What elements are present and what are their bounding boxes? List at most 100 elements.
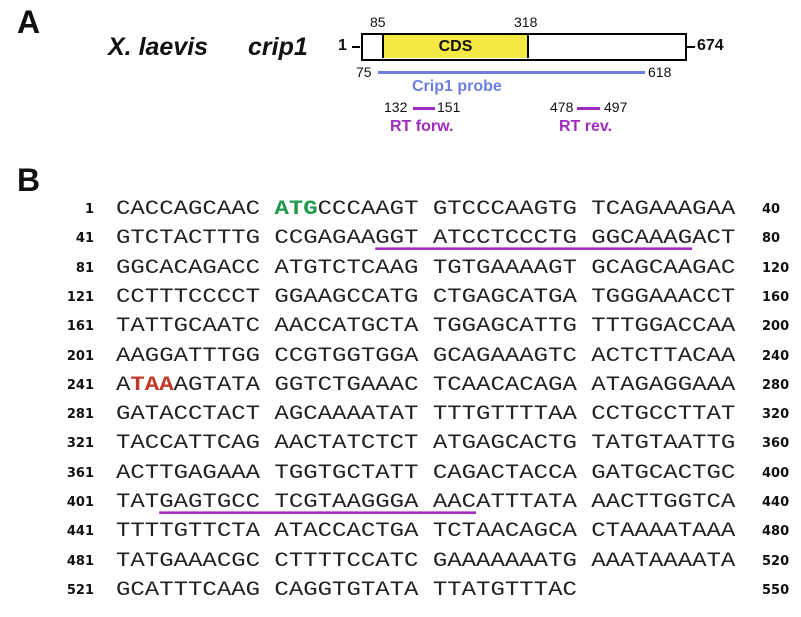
- row-start-position: 401: [66, 495, 94, 510]
- row-start-position: 161: [66, 319, 94, 335]
- sequence-segment: CCCAAGT GTCCCAAGTG TCAGAAAGAA: [317, 198, 736, 221]
- sequence-row: 81 GGCACAGACC ATGTCTCAAG TGTGAAAAGT GCAGC…: [0, 257, 801, 286]
- row-end-position: 80: [762, 231, 781, 247]
- sequence-row: 481 TATGAAACGC CTTTTCCATC GAAAAAAATG AAAT…: [0, 550, 801, 579]
- row-end-position: 280: [762, 377, 790, 393]
- sequence-text: TATTGCAATC AACCATGCTA TGGAGCATTG TTTGGAC…: [116, 315, 735, 338]
- sequence-segment: AAGGATTTGG CCGTGGTGGA GCAGAAAGTC ACTCTTA…: [116, 344, 736, 368]
- sequence-segment: ACTTGAGAAA TGGTGCTATT CAGACTACCA GATGCAC…: [116, 461, 736, 485]
- sequence-text: CCTTTCCCCT GGAAGCCATG CTGAGCATGA TGGGAAA…: [116, 286, 735, 309]
- probe-start: 75: [356, 64, 372, 80]
- sequence-text: GCATTTCAAG CAGGTGTATA TTATGTTTAC: [116, 579, 577, 602]
- rt-reverse-line: [577, 107, 600, 110]
- sequence-segment: GGCACAGACC ATGTCTCAAG TGTGAAAAGT GCAGCAA…: [116, 256, 736, 280]
- sequence-text: TATGAGTGCC TCGTAAGGGA AACATTTATA AACTTGG…: [116, 491, 735, 514]
- sequence-segment: TAT: [116, 491, 160, 514]
- probe-line: [378, 71, 645, 74]
- transcript-box: CDS: [361, 33, 687, 61]
- gene-name: crip1: [248, 33, 308, 61]
- row-end-position: 200: [762, 319, 790, 335]
- sequence-text: GTCTACTTTG CCGAGAAGGT ATCCTCCCTG GGCAAAG…: [116, 227, 735, 250]
- sequence-row: 361 ACTTGAGAAA TGGTGCTATT CAGACTACCA GATG…: [0, 462, 801, 491]
- transcript-start: 1: [338, 37, 347, 54]
- start-tick: [352, 46, 360, 48]
- row-start-position: 121: [66, 289, 94, 305]
- row-end-position: 240: [762, 348, 790, 364]
- row-end-position: 360: [762, 436, 790, 452]
- sequence-text: ATAAAGTATA GGTCTGAAAC TCAACACAGA ATAGAGG…: [116, 374, 735, 397]
- row-end-position: 480: [762, 524, 790, 540]
- panel-a-label: A: [17, 4, 41, 40]
- rt-forward-label: RT forw.: [390, 118, 454, 135]
- cds-label: CDS: [438, 37, 473, 55]
- sequence-text: TTTTGTTCTA ATACCACTGA TCTAACAGCA CTAAAAT…: [116, 520, 735, 543]
- rt-forward-line: [413, 107, 435, 110]
- stop-codon: TAA: [130, 373, 174, 397]
- probe-end: 618: [648, 64, 672, 80]
- row-end-position: 550: [762, 582, 790, 598]
- sequence-row: 121 CCTTTCCCCT GGAAGCCATG CTGAGCATGA TGGG…: [0, 286, 801, 315]
- row-start-position: 241: [66, 377, 94, 393]
- sequence-segment: GTCTACTTTG CCGAGAA: [116, 227, 376, 251]
- row-end-position: 520: [762, 553, 790, 569]
- rt-forward-start: 132: [384, 99, 408, 115]
- sequence-row: 41 GTCTACTTTG CCGAGAAGGT ATCCTCCCTG GGCAA…: [0, 227, 801, 256]
- rt-reverse-start: 478: [550, 99, 574, 115]
- sequence-segment: AGTATA GGTCTGAAAC TCAACACAGA ATAGAGGAAA: [173, 373, 736, 397]
- row-start-position: 321: [66, 436, 94, 452]
- sequence-segment: CCTTTCCCCT GGAAGCCATG CTGAGCATGA TGGGAAA…: [116, 285, 736, 309]
- row-start-position: 481: [66, 553, 94, 569]
- sequence-segment: ATTTATA AACTTGGTCA: [476, 491, 736, 514]
- transcript-end: 674: [697, 37, 724, 54]
- end-tick: [687, 46, 695, 48]
- row-end-position: 40: [762, 202, 781, 217]
- sequence-row: 521 GCATTTCAAG CAGGTGTATA TTATGTTTAC 550: [0, 579, 801, 608]
- species-name: X. laevis: [108, 33, 209, 61]
- panel-b-label: B: [17, 162, 41, 198]
- sequence-segment: GATACCTACT AGCAAAATAT TTTGTTTTAA CCTGCCT…: [116, 403, 736, 427]
- cds-start: 85: [370, 14, 386, 30]
- sequence-text: TACCATTCAG AACTATCTCT ATGAGCACTG TATGTAA…: [116, 432, 735, 455]
- probe-label: Crip1 probe: [412, 78, 502, 95]
- sequence-segment: CACCAGCAAC: [116, 198, 275, 221]
- sequence-row: 321 TACCATTCAG AACTATCTCT ATGAGCACTG TATG…: [0, 432, 801, 461]
- sequence-text: AAGGATTTGG CCGTGGTGGA GCAGAAAGTC ACTCTTA…: [116, 345, 735, 368]
- sequence-segment: TATGAAACGC CTTTTCCATC GAAAAAAATG AAATAAA…: [116, 549, 736, 573]
- row-end-position: 440: [762, 495, 790, 510]
- rt-reverse-label: RT rev.: [559, 118, 613, 135]
- cds-region: CDS: [382, 35, 529, 58]
- sequence-segment: ACT: [692, 227, 736, 251]
- rt-reverse-end: 497: [604, 99, 628, 115]
- row-start-position: 41: [75, 231, 94, 247]
- sequence-row: 1 CACCAGCAAC ATGCCCAAGT GTCCCAAGTG TCAGAA…: [0, 198, 801, 227]
- start-codon: ATG: [274, 198, 318, 221]
- sequence-row: 401 TATGAGTGCC TCGTAAGGGA AACATTTATA AACT…: [0, 491, 801, 520]
- row-end-position: 320: [762, 407, 790, 423]
- sequence-segment: GCATTTCAAG CAGGTGTATA TTATGTTTAC: [116, 578, 577, 602]
- rt-forward-end: 151: [437, 99, 461, 115]
- sequence-text: GATACCTACT AGCAAAATAT TTTGTTTTAA CCTGCCT…: [116, 403, 735, 426]
- row-start-position: 201: [66, 348, 94, 364]
- sequence-text: ACTTGAGAAA TGGTGCTATT CAGACTACCA GATGCAC…: [116, 462, 735, 485]
- sequence-row: 281 GATACCTACT AGCAAAATAT TTTGTTTTAA CCTG…: [0, 403, 801, 432]
- sequence-segment: TTTTGTTCTA ATACCACTGA TCTAACAGCA CTAAAAT…: [116, 520, 736, 544]
- row-start-position: 441: [66, 524, 94, 540]
- primer-underline: GGT ATCCTCCCTG GGCAAAG: [375, 227, 693, 251]
- sequence-segment: TATTGCAATC AACCATGCTA TGGAGCATTG TTTGGAC…: [116, 315, 736, 339]
- primer-underline: GAGTGCC TCGTAAGGGA AAC: [159, 491, 477, 514]
- row-start-position: 1: [84, 202, 94, 217]
- row-start-position: 281: [66, 407, 94, 423]
- cds-end: 318: [514, 14, 538, 30]
- sequence-text: CACCAGCAAC ATGCCCAAGT GTCCCAAGTG TCAGAAA…: [116, 198, 735, 221]
- sequence-segment: TACCATTCAG AACTATCTCT ATGAGCACTG TATGTAA…: [116, 432, 736, 456]
- row-start-position: 81: [75, 260, 94, 276]
- sequence-text: GGCACAGACC ATGTCTCAAG TGTGAAAAGT GCAGCAA…: [116, 257, 735, 280]
- sequence-segment: A: [116, 373, 131, 397]
- sequence-row: 161 TATTGCAATC AACCATGCTA TGGAGCATTG TTTG…: [0, 315, 801, 344]
- sequence-row: 441 TTTTGTTCTA ATACCACTGA TCTAACAGCA CTAA…: [0, 520, 801, 549]
- row-start-position: 521: [66, 582, 94, 598]
- row-end-position: 400: [762, 465, 790, 481]
- sequence-row: 241 ATAAAGTATA GGTCTGAAAC TCAACACAGA ATAG…: [0, 374, 801, 403]
- row-start-position: 361: [66, 465, 94, 481]
